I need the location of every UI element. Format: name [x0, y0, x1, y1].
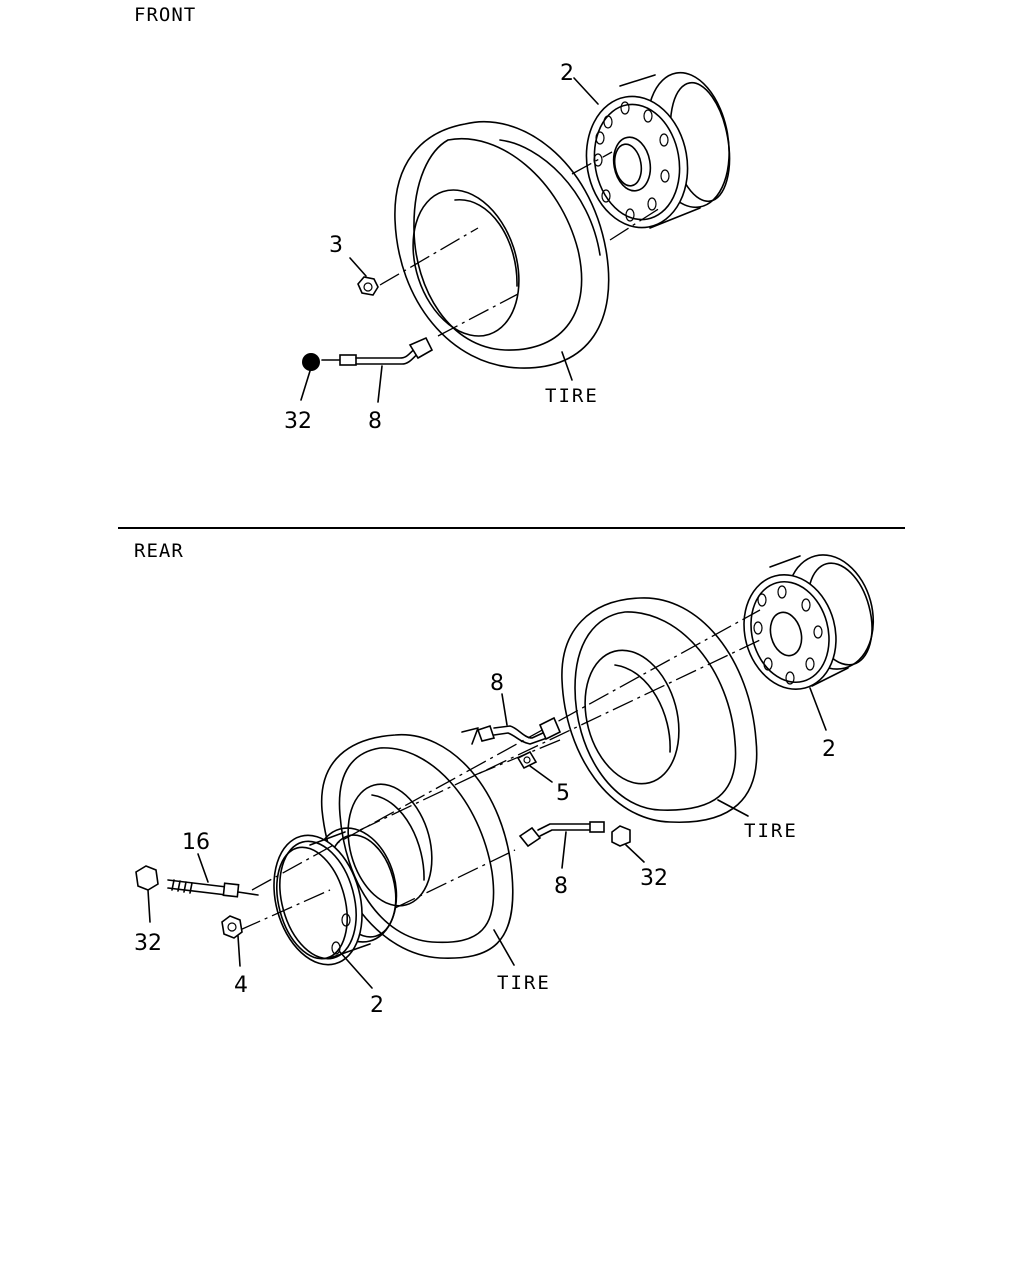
front-valve-extension [321, 336, 434, 366]
rear-valve-callout: 5 [556, 781, 570, 806]
rear-right-tire [561, 597, 758, 823]
rear-right-tire-callout: TIRE [744, 820, 798, 842]
rear-wheel-nut [221, 915, 243, 939]
front-tire-callout: TIRE [545, 385, 599, 407]
rear-bolt-callout: 16 [182, 830, 210, 855]
rear-right-wheel [743, 554, 875, 691]
rear-top-valve-extension [476, 716, 562, 745]
rear-left-tire-callout: TIRE [497, 972, 551, 994]
rear-left-wheel [273, 827, 398, 966]
front-cap-callout: 32 [284, 409, 312, 434]
rear-bottom-valve-extension [518, 821, 605, 848]
front-wheel-callout: 2 [560, 61, 574, 86]
rear-nut-callout: 4 [234, 973, 248, 998]
front-extension-callout: 8 [368, 409, 382, 434]
rear-left-tire [320, 734, 514, 959]
front-wheel-nut [357, 276, 379, 296]
rear-right-valve-cap [611, 825, 631, 847]
rear-left-wheel-callout: 2 [370, 993, 384, 1018]
rear-valve [516, 750, 538, 770]
rear-right-wheel-callout: 2 [822, 737, 836, 762]
front-section-title: FRONT [134, 4, 196, 26]
rear-section-title: REAR [134, 540, 184, 562]
front-nut-callout: 3 [329, 233, 343, 258]
rear-left-valve-cap [135, 865, 159, 891]
front-valve-cap [302, 353, 320, 371]
rear-right-cap-callout: 32 [640, 866, 668, 891]
rear-wheel-bolt [167, 879, 259, 898]
rear-bottom-extension-callout: 8 [554, 874, 568, 899]
front-wheel [585, 71, 731, 229]
front-tire [394, 120, 610, 369]
rear-top-extension-callout: 8 [490, 671, 504, 696]
rear-left-cap-callout: 32 [134, 931, 162, 956]
